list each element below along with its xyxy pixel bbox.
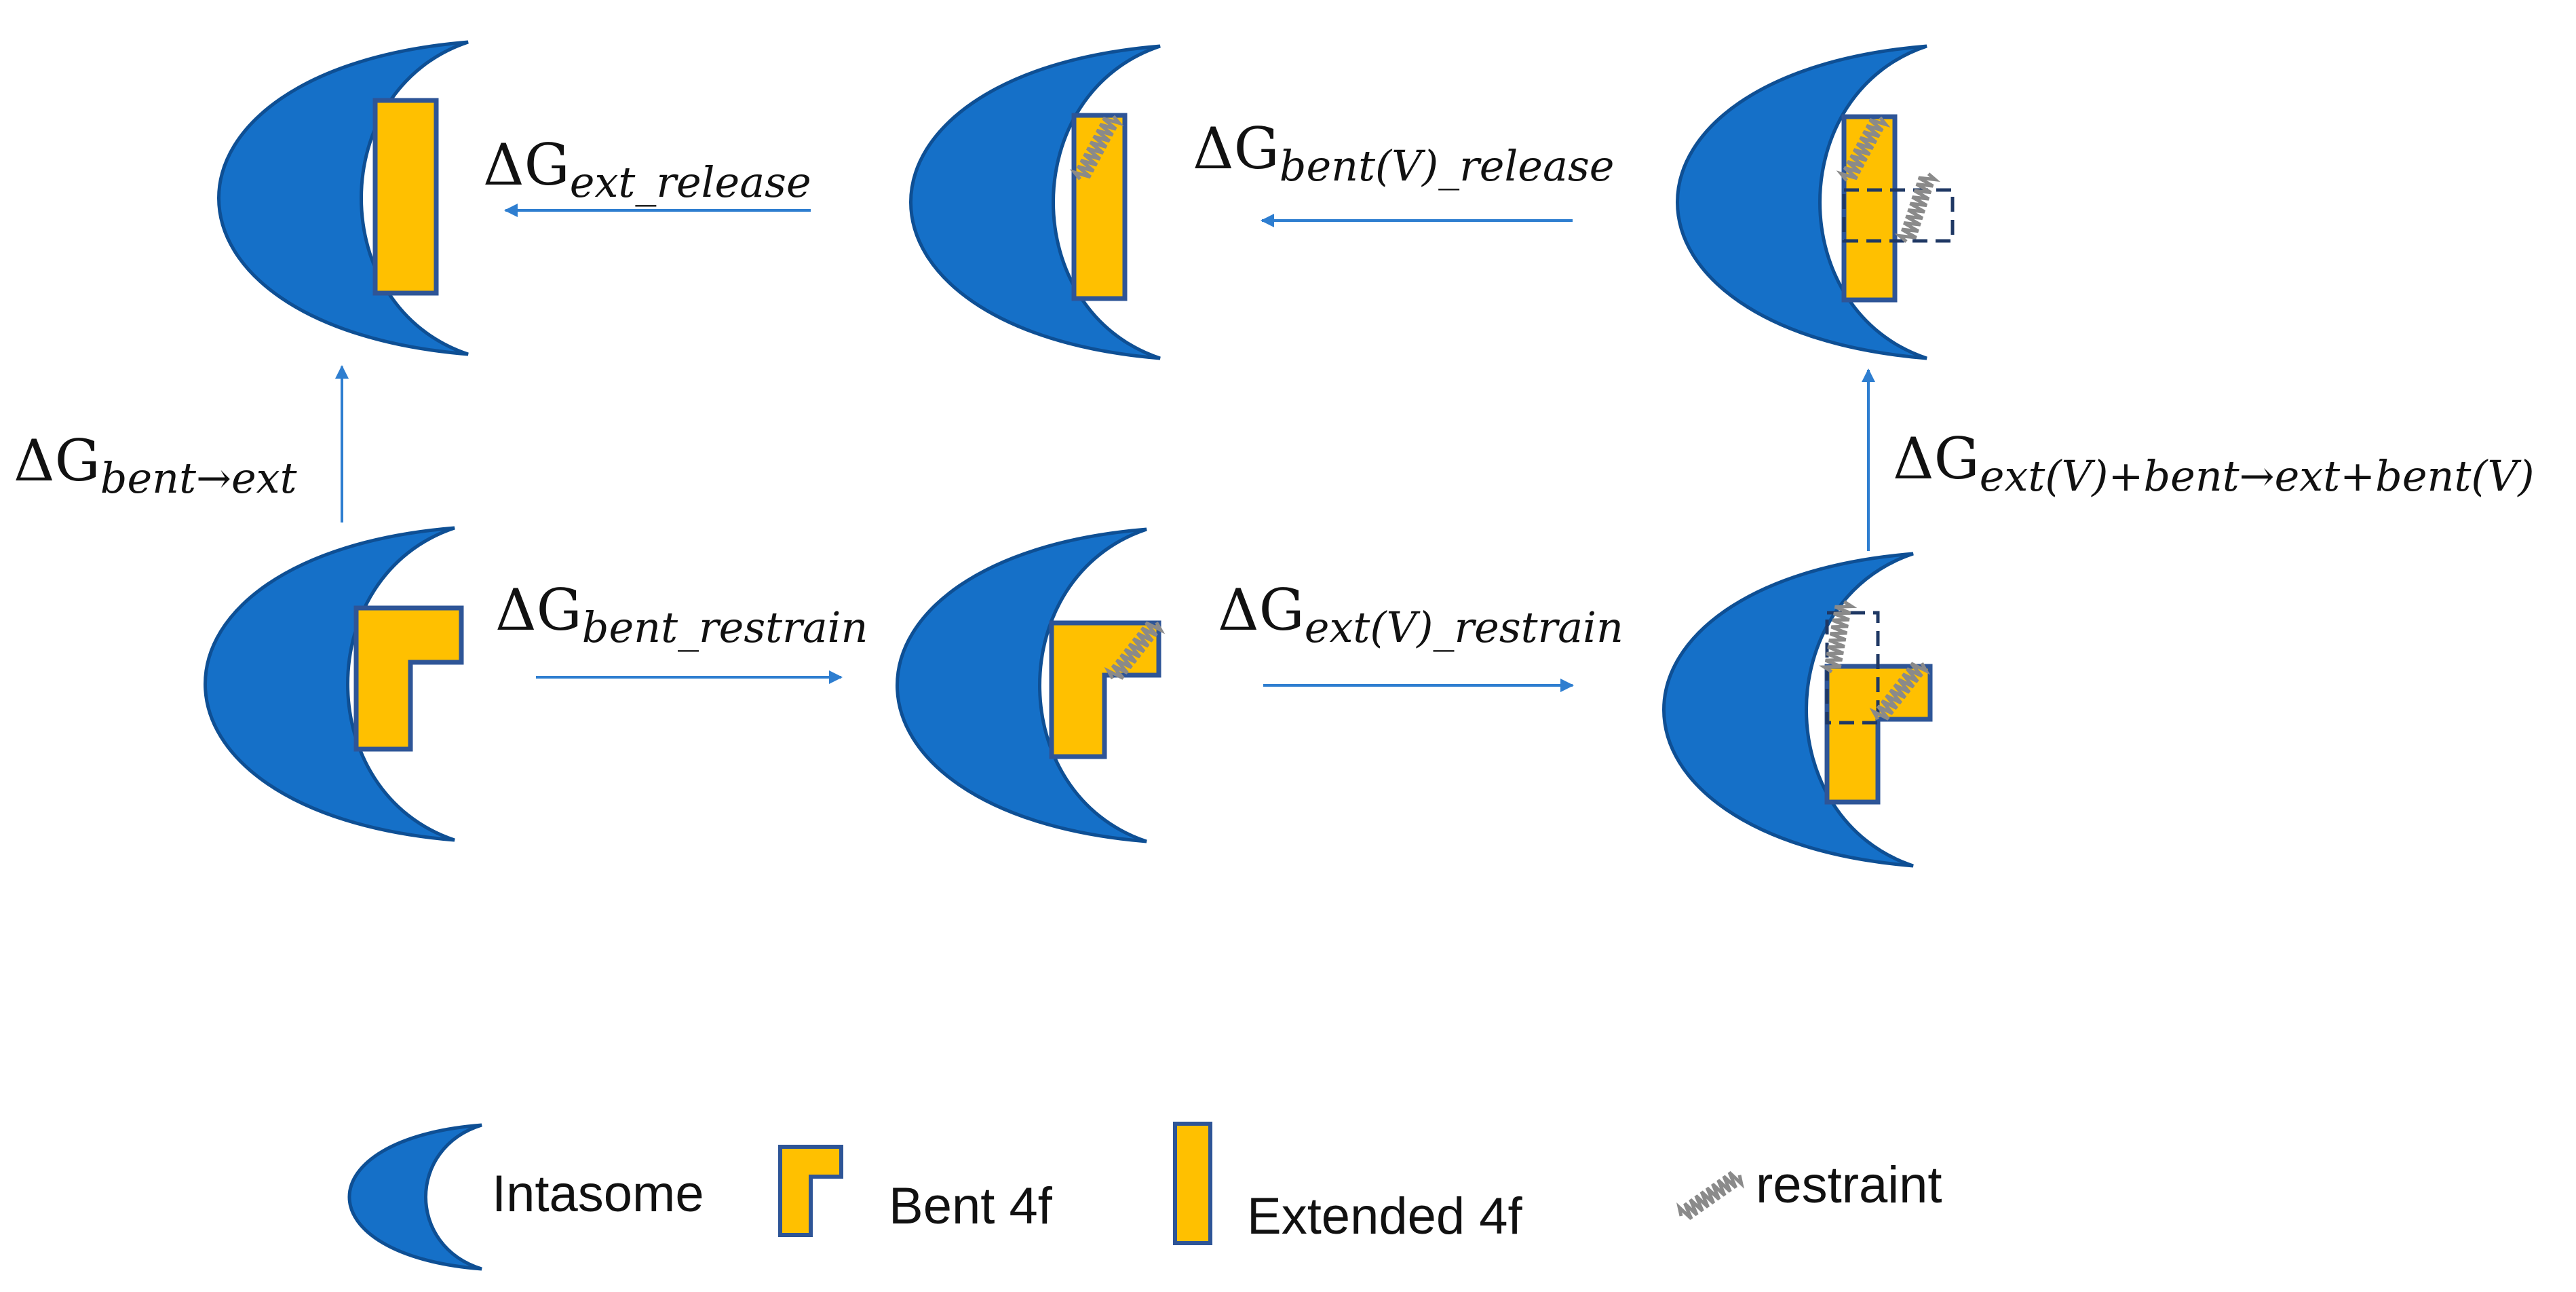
- label-bent-restrain: ΔGbent_restrain: [495, 577, 868, 652]
- legend-item-restraint: restraint: [1676, 1156, 1942, 1223]
- intasome-crescent-icon: [898, 529, 1147, 841]
- legend-item-bent: Bent 4f: [778, 1145, 1053, 1237]
- legend-label-intasome: Intasome: [492, 1165, 704, 1223]
- label-bent-v-release: ΔGbent(V)_release: [1193, 115, 1614, 191]
- state-bent-and-virtual-extended: [1664, 554, 1933, 866]
- label-ext-v-bent-to-ext-bent-v: ΔGext(V)+bent→ext+bent(V): [1893, 425, 2535, 501]
- label-ext-release: ΔGext_release: [483, 132, 811, 207]
- legend-item-extended: Extended 4f: [1173, 1122, 1523, 1245]
- spring-restraint-icon: [1899, 171, 1936, 244]
- state-extended-released: [219, 42, 469, 354]
- label-ext-v-restrain: ΔGext(V)_restrain: [1218, 577, 1623, 652]
- legend-label-restraint: restraint: [1756, 1156, 1942, 1214]
- state-bent-released: [206, 528, 464, 840]
- legend-item-intasome: Intasome: [347, 1123, 704, 1271]
- extended-ligand-icon: [372, 98, 439, 296]
- arrows: [335, 204, 1875, 692]
- state-extended-restrained: [911, 46, 1161, 358]
- label-bent-to-ext: ΔGbent→ext: [14, 428, 297, 503]
- virtual-bent-box: [1842, 188, 1955, 243]
- extended-ligand-icon: [1173, 1122, 1212, 1245]
- legend: Intasome Bent 4f Extended 4f restraint: [347, 1122, 1942, 1271]
- intasome-crescent-icon: [206, 528, 455, 840]
- bent-ligand-icon: [778, 1145, 843, 1237]
- state-extended-and-virtual-bent: [1678, 46, 1955, 358]
- legend-label-extended: Extended 4f: [1247, 1188, 1523, 1245]
- intasome-crescent-icon: [347, 1123, 482, 1271]
- state-bent-restrained: [898, 529, 1164, 841]
- spring-restraint-icon: [1676, 1168, 1744, 1223]
- bent-ligand-icon: [353, 605, 464, 752]
- legend-label-bent: Bent 4f: [889, 1177, 1053, 1235]
